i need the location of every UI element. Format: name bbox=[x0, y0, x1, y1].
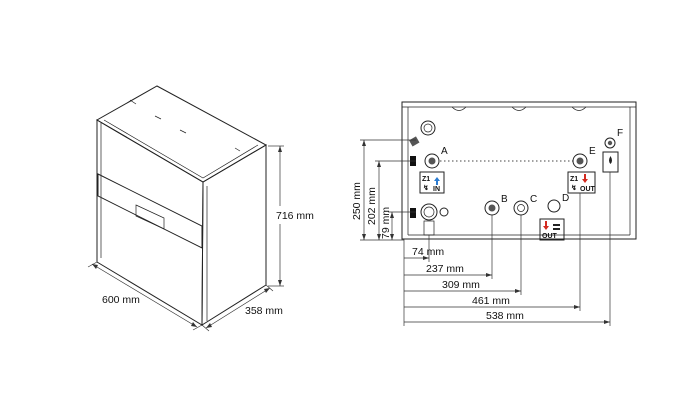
vertical-dimensions bbox=[360, 139, 416, 241]
connection-f bbox=[604, 137, 616, 149]
control-panel bbox=[97, 173, 203, 249]
svg-text:↯: ↯ bbox=[423, 184, 429, 192]
unit-top-face bbox=[95, 85, 268, 183]
dim-250: 250 mm bbox=[351, 182, 363, 220]
label-e: E bbox=[589, 146, 596, 157]
label-b: B bbox=[501, 194, 508, 205]
display-window bbox=[135, 204, 165, 230]
dim-538: 538 mm bbox=[486, 310, 524, 322]
height-dimension bbox=[268, 145, 284, 287]
connection-b bbox=[484, 200, 500, 216]
drain-icon bbox=[602, 151, 619, 173]
dim-202: 202 mm bbox=[366, 187, 378, 225]
rear-connection-view: A E F B bbox=[351, 101, 637, 326]
isometric-unit-view: 716 mm 600 mm 358 mm bbox=[87, 85, 314, 332]
label-d: D bbox=[562, 193, 569, 204]
svg-text:Z1: Z1 bbox=[422, 176, 430, 183]
connection-c bbox=[513, 200, 529, 216]
depth-dimension bbox=[201, 284, 274, 332]
rear-casing bbox=[401, 101, 637, 240]
z1-in-badge: Z1 ↯ IN bbox=[419, 171, 445, 194]
svg-text:OUT: OUT bbox=[542, 233, 558, 240]
svg-text:↯: ↯ bbox=[571, 184, 577, 192]
width-dimension bbox=[87, 261, 203, 331]
svg-text:IN: IN bbox=[433, 186, 440, 193]
lower-left-fittings bbox=[410, 203, 449, 236]
dim-461: 461 mm bbox=[472, 295, 510, 307]
horizontal-dimensions bbox=[403, 172, 611, 326]
svg-text:Z1: Z1 bbox=[570, 176, 578, 183]
width-label: 600 mm bbox=[102, 294, 140, 306]
connection-e bbox=[572, 153, 588, 169]
dim-74: 74 mm bbox=[412, 246, 444, 258]
svg-text:OUT: OUT bbox=[580, 186, 596, 193]
label-c: C bbox=[530, 194, 537, 205]
dhw-out-badge: OUT bbox=[539, 218, 565, 241]
label-a: A bbox=[441, 146, 448, 157]
unit-side-face bbox=[201, 144, 267, 326]
dim-237: 237 mm bbox=[426, 263, 464, 275]
height-label: 716 mm bbox=[276, 210, 314, 222]
dim-79: 79 mm bbox=[380, 207, 392, 239]
depth-label: 358 mm bbox=[245, 305, 283, 317]
dim-309: 309 mm bbox=[442, 279, 480, 291]
connection-d bbox=[547, 199, 561, 213]
z1-out-badge: Z1 ↯ OUT bbox=[567, 171, 596, 194]
label-f: F bbox=[617, 128, 623, 139]
